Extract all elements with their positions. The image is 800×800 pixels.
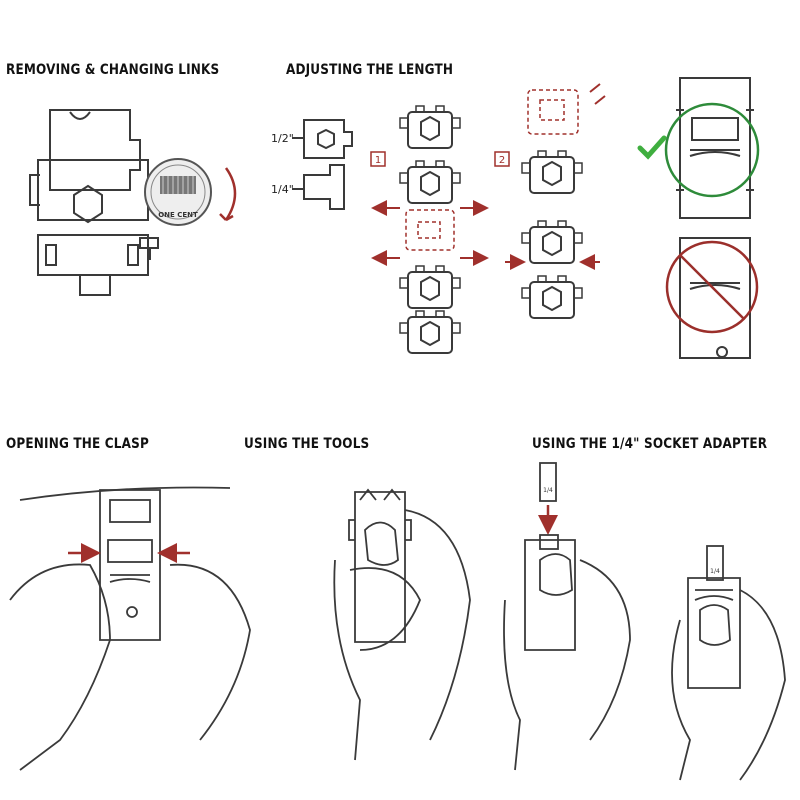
screw-icon [589,83,606,105]
heading-removing-links: REMOVING & CHANGING LINKS [6,62,220,78]
panel-opening-clasp [9,486,251,771]
socket-label: 1/4 [543,487,553,494]
rotate-arrow-icon [224,167,237,221]
tool-link [354,491,406,643]
bracelet-link-middle [37,159,149,221]
thumb-nail [364,521,399,566]
prohibited-icon [665,240,759,334]
heading-adjusting-length: ADJUSTING THE LENGTH [286,62,454,78]
coin-icon: ONE CENT [144,158,212,226]
quarter-inch-label: 1/4" [271,183,294,196]
screw-icon [139,237,159,260]
bracelet-link-top [49,109,141,191]
half-inch-wrench [303,119,353,159]
hex-socket-icon [73,184,103,224]
heading-socket-adapter: USING THE 1/4" SOCKET ADAPTER [532,436,768,452]
socket-adapter-label: 1/4 [710,568,720,575]
panel-correct-orientation [637,77,760,219]
half-inch-label: 1/2" [271,132,294,145]
panel-removing-links [29,109,159,296]
checkmark-icon [637,135,667,160]
socket-adapter-link [687,577,741,689]
heading-using-tools: USING THE TOOLS [244,436,370,452]
panel-adjusting-length: 1/2" 1/4" 1 2 [271,83,606,354]
bracelet-link-bottom [37,234,149,276]
panel-socket-adapter [503,462,786,781]
heading-opening-clasp: OPENING THE CLASP [6,436,149,452]
quarter-inch-wrench [303,164,345,210]
clasp-link [99,489,161,641]
panel-using-tools [333,488,471,761]
step-2-badge: 2 [499,155,505,166]
step-1-badge: 1 [375,155,381,166]
coin-text: ONE CENT [158,211,198,219]
panel-incorrect-orientation [665,237,759,359]
